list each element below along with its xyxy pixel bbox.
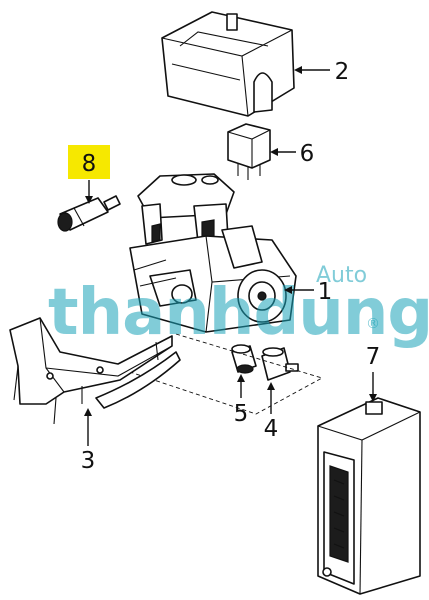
part-3-bracket: [9, 317, 181, 425]
part-6-relay: [227, 123, 271, 180]
leader-lines: [84, 66, 377, 446]
callout-6: 6: [300, 141, 315, 167]
callout-3: 3: [81, 448, 96, 474]
callout-2: 2: [335, 59, 350, 85]
watermark-main: thanhdung: [48, 276, 429, 350]
watermark-registered: ®: [366, 316, 380, 332]
callout-8: 8: [82, 151, 97, 177]
callout-5: 5: [234, 401, 249, 427]
watermark-accent: Auto: [316, 263, 367, 288]
callout-8-highlight: [68, 145, 110, 179]
part-4-damper: [261, 347, 299, 381]
part-7-control-module: [317, 397, 421, 595]
callout-1: 1: [318, 279, 333, 305]
part-2-cover: [161, 11, 295, 117]
callout-4: 4: [264, 416, 279, 442]
part-8-solenoid: [57, 195, 121, 232]
part-1-hydraulic-unit: [129, 173, 297, 333]
watermark: thanhdung Auto ®: [48, 263, 429, 350]
callout-7: 7: [366, 344, 381, 370]
